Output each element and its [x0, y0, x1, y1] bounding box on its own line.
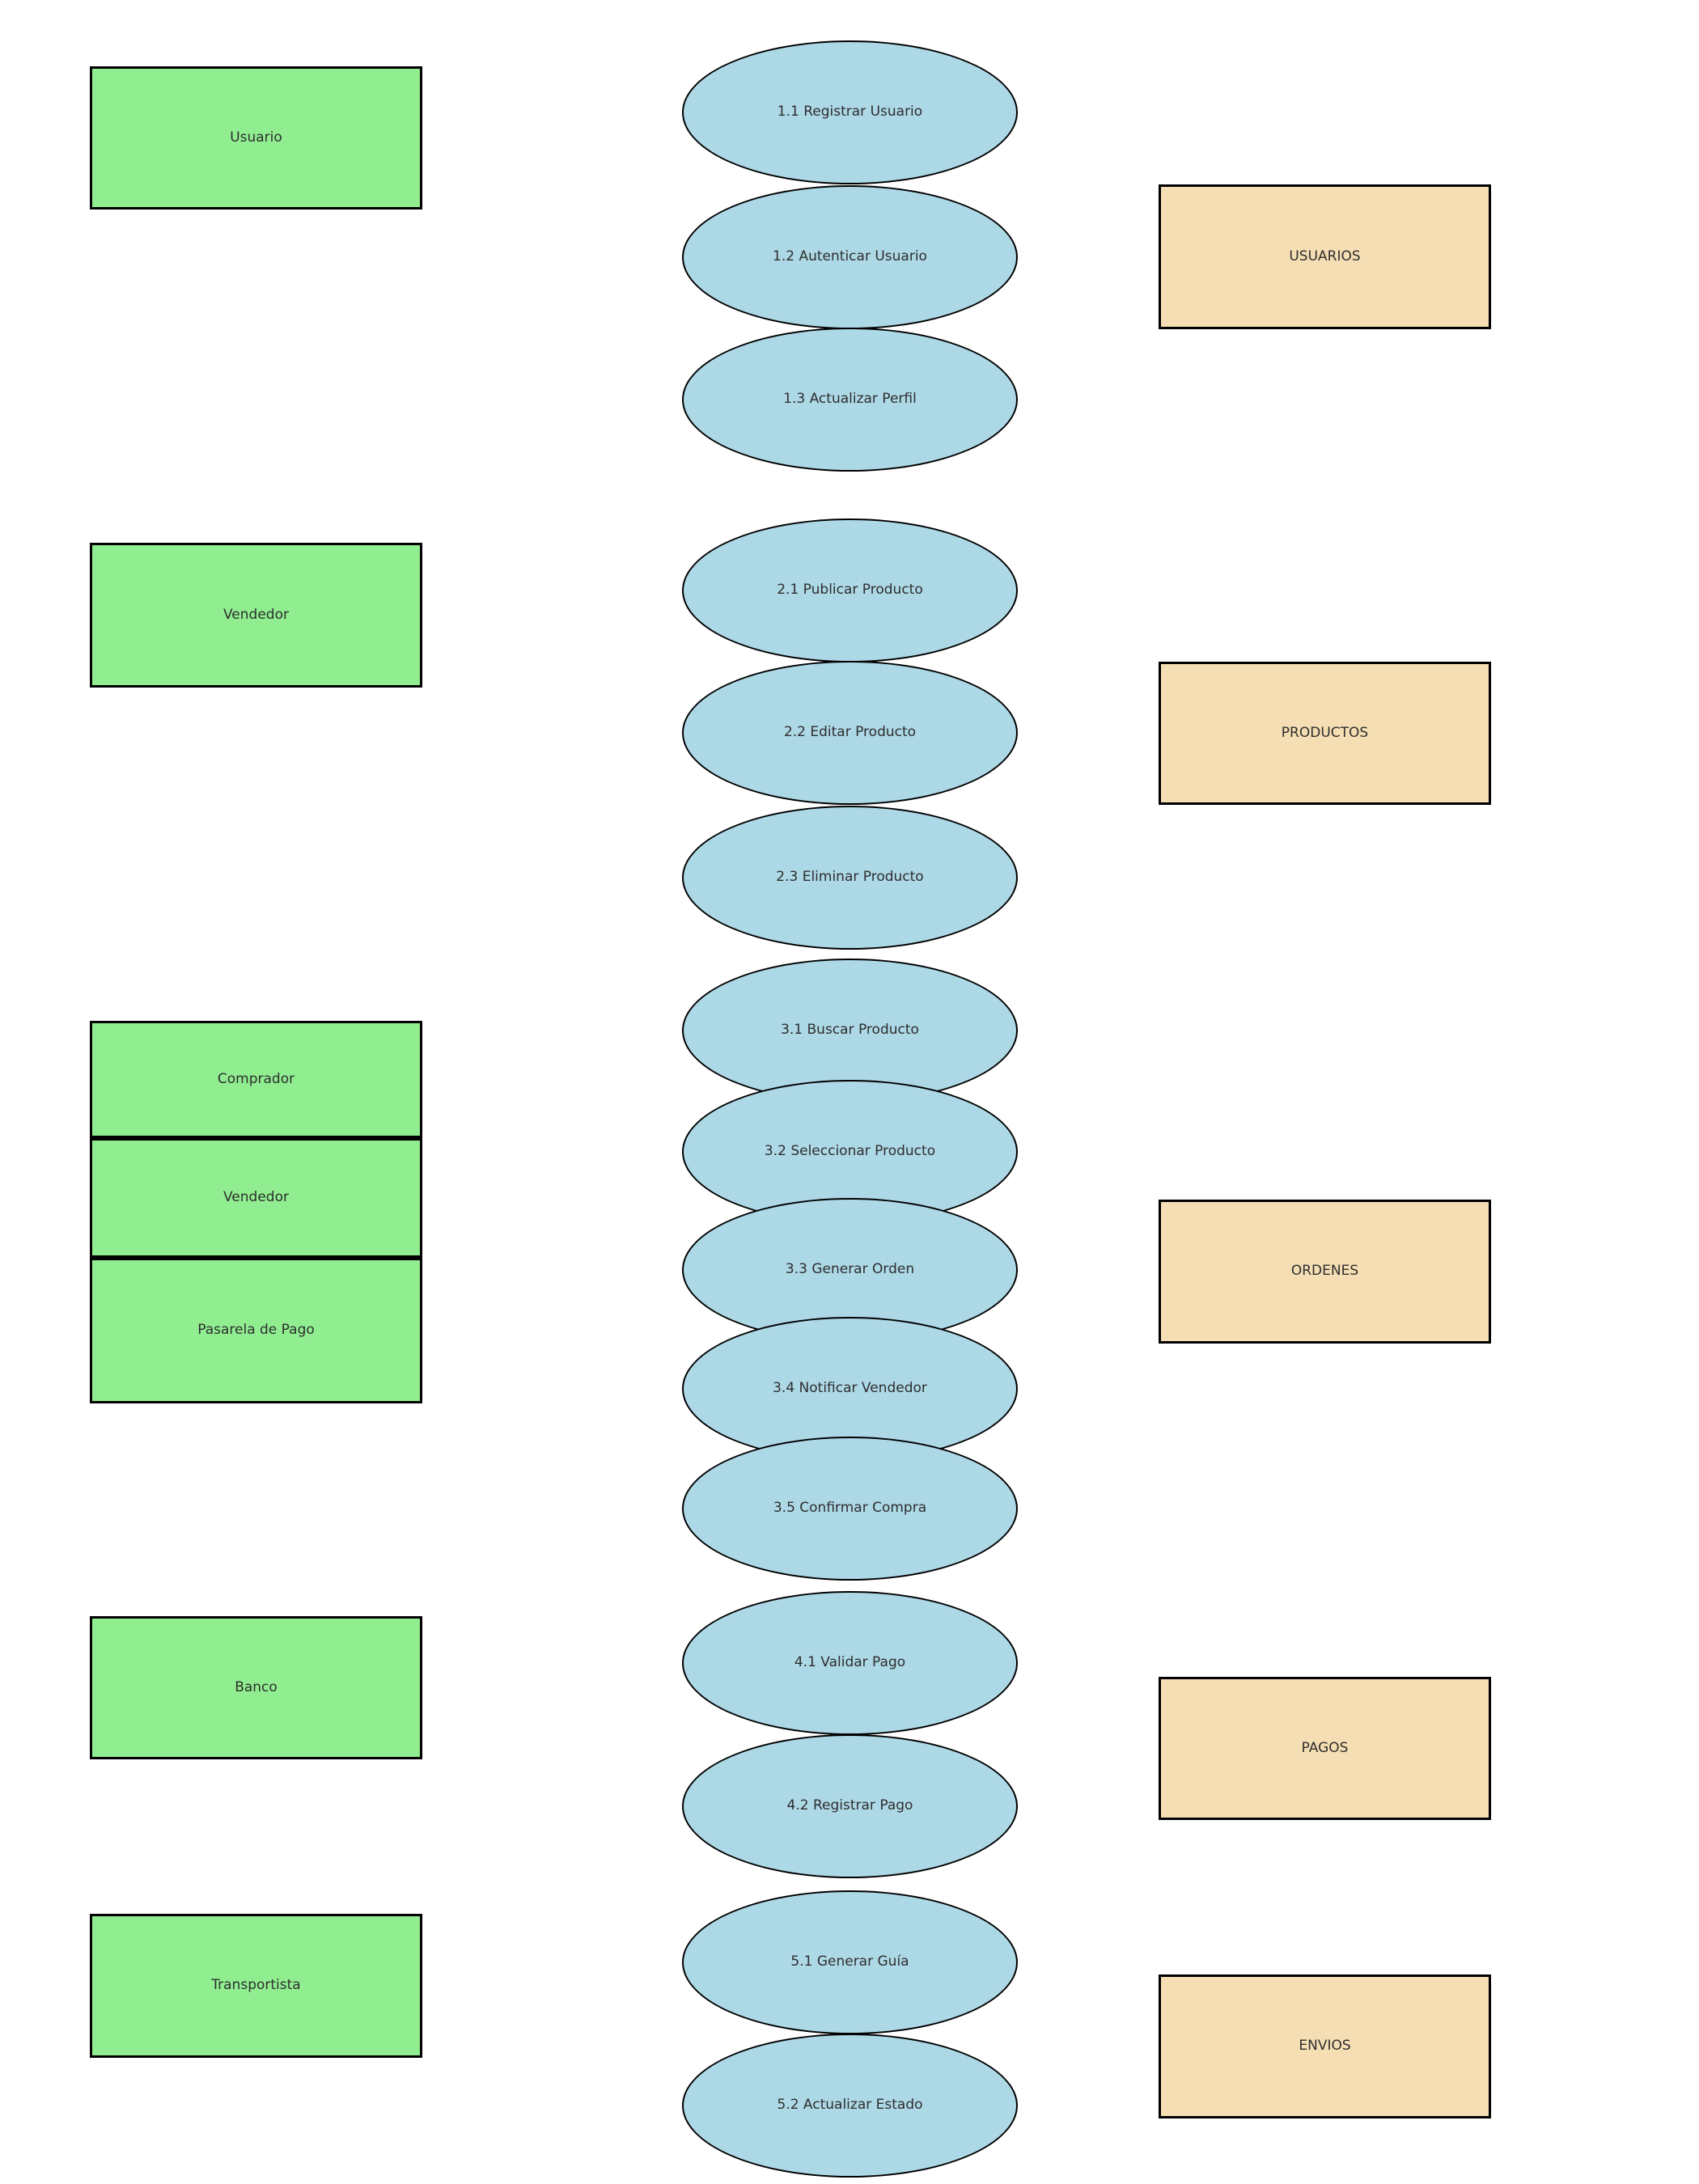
datastore-pagos: PAGOS	[1159, 1677, 1491, 1820]
process-3-5-confirmar-compra: 3.5 Confirmar Compra	[682, 1437, 1018, 1581]
actor-vendedor: Vendedor	[90, 543, 422, 688]
datastore-envios: ENVIOS	[1159, 1974, 1491, 2118]
datastore-ordenes: ORDENES	[1159, 1200, 1491, 1344]
actor-vendedor-2: Vendedor	[90, 1138, 422, 1258]
process-2-1-publicar-producto: 2.1 Publicar Producto	[682, 518, 1018, 662]
process-2-3-eliminar-producto: 2.3 Eliminar Producto	[682, 806, 1018, 950]
actor-comprador: Comprador	[90, 1021, 422, 1138]
process-5-2-actualizar-estado: 5.2 Actualizar Estado	[682, 2034, 1018, 2178]
actor-pasarela-de-pago: Pasarela de Pago	[90, 1258, 422, 1403]
process-1-3-actualizar-perfil: 1.3 Actualizar Perfil	[682, 328, 1018, 472]
process-2-2-editar-producto: 2.2 Editar Producto	[682, 661, 1018, 805]
datastore-usuarios: USUARIOS	[1159, 184, 1491, 329]
actor-transportista: Transportista	[90, 1914, 422, 2058]
datastore-productos: PRODUCTOS	[1159, 662, 1491, 805]
process-1-2-autenticar-usuario: 1.2 Autenticar Usuario	[682, 185, 1018, 329]
process-5-1-generar-guia: 5.1 Generar Guía	[682, 1890, 1018, 2034]
process-4-2-registrar-pago: 4.2 Registrar Pago	[682, 1734, 1018, 1878]
process-4-1-validar-pago: 4.1 Validar Pago	[682, 1591, 1018, 1735]
process-3-1-buscar-producto: 3.1 Buscar Producto	[682, 959, 1018, 1103]
actor-usuario: Usuario	[90, 66, 422, 210]
process-1-1-registrar-usuario: 1.1 Registrar Usuario	[682, 40, 1018, 184]
actor-banco: Banco	[90, 1616, 422, 1759]
